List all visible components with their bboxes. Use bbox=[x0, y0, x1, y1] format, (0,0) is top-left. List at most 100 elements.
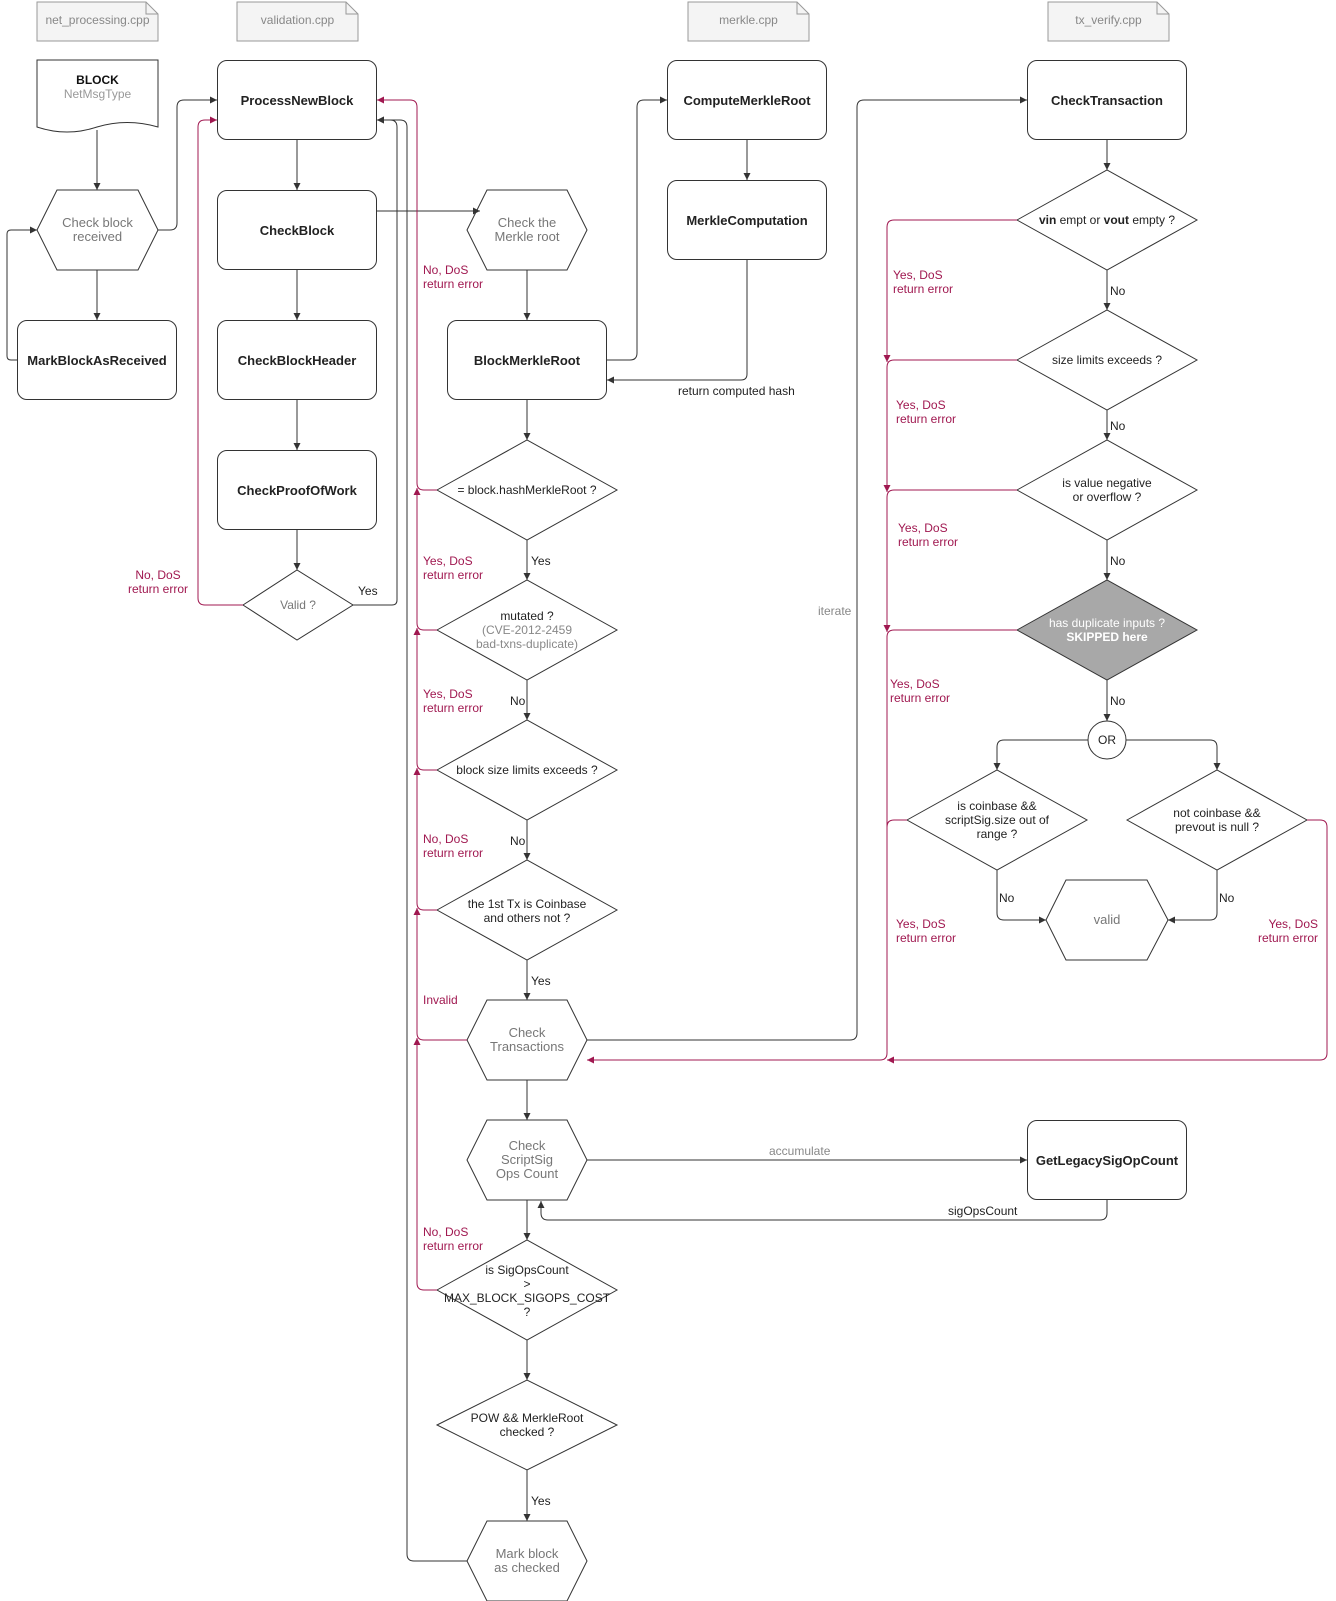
edge-notcoinbase-yes-dos bbox=[887, 819, 1328, 1064]
label-no-value: No bbox=[1110, 554, 1126, 568]
mark-block-checked-shape bbox=[466, 1520, 588, 1601]
edge-bmr-to-compute bbox=[607, 96, 667, 361]
edge-dup-yes-dos bbox=[587, 629, 1017, 1064]
file-merkle: merkle.cpp bbox=[719, 13, 778, 27]
merkle-computation-node: MerkleComputation bbox=[667, 180, 827, 260]
check-scriptsig-label: Check ScriptSig Ops Count bbox=[495, 1138, 559, 1181]
file-net-processing: net_processing.cpp bbox=[45, 13, 150, 27]
block-title: BLOCK bbox=[76, 73, 119, 87]
check-transactions-label: Check Transactions bbox=[490, 1025, 564, 1054]
label-no-dos-merkle: No, DoS return error bbox=[423, 263, 484, 291]
label-yes-valid: Yes bbox=[358, 584, 378, 598]
label-yes-dos-iscoinbase: Yes, DoS return error bbox=[896, 917, 957, 945]
vin-bold: vin bbox=[1038, 213, 1057, 227]
edge-mark-loop-back bbox=[6, 226, 37, 361]
duplicate-inputs-q-shape bbox=[1015, 579, 1199, 681]
label-yes-dos-size: Yes, DoS return error bbox=[423, 687, 484, 715]
file-tx-verify: tx_verify.cpp bbox=[1075, 13, 1142, 27]
valid-q-label: Valid ? bbox=[280, 598, 316, 612]
mark-block-as-received-node: MarkBlockAsReceived bbox=[17, 320, 177, 400]
label-return-computed-hash: return computed hash bbox=[678, 384, 795, 398]
label-yes-dos-value: Yes, DoS return error bbox=[898, 521, 959, 549]
file-validation: validation.cpp bbox=[260, 13, 335, 27]
hash-merkle-q-label: = block.hashMerkleRoot ? bbox=[457, 483, 597, 497]
hash-merkle-q-shape bbox=[435, 439, 619, 541]
label-no-notcoinbase: No bbox=[1219, 891, 1235, 905]
block-document-shape bbox=[36, 59, 159, 133]
check-proof-of-work-node: CheckProofOfWork bbox=[217, 450, 377, 530]
label-yes-dos-notcoinbase: Yes, DoS return error bbox=[1258, 917, 1319, 945]
edge-iscoinbase-no bbox=[996, 870, 1046, 924]
pow-merkle-q-shape bbox=[435, 1379, 619, 1471]
label-invalid: Invalid bbox=[423, 993, 458, 1007]
label-sigops-count: sigOpsCount bbox=[948, 1204, 1018, 1218]
label-yes-hash: Yes bbox=[531, 554, 551, 568]
value-negative-q-label: is value negative or overflow ? bbox=[1062, 476, 1152, 504]
label-no-size: No bbox=[510, 834, 526, 848]
check-block-received-label: Check block received bbox=[62, 215, 133, 244]
file-tab-merkle bbox=[687, 1, 810, 42]
block-merkle-root-node: BlockMerkleRoot bbox=[447, 320, 607, 400]
check-block-node: CheckBlock bbox=[217, 190, 377, 270]
edge-sizelim-yes-dos bbox=[886, 359, 1017, 490]
block-subtitle: NetMsgType bbox=[63, 87, 132, 101]
sigops-q-shape bbox=[435, 1239, 619, 1341]
label-no-dos-coinbase: No, DoS return error bbox=[423, 832, 484, 860]
value-negative-q-shape bbox=[1015, 439, 1199, 541]
coinbase-q-label: the 1st Tx is Coinbase and others not ? bbox=[467, 897, 587, 925]
file-tab-net-processing bbox=[36, 1, 159, 42]
edge-or-right bbox=[1126, 739, 1221, 770]
edge-checktx-iterate bbox=[587, 96, 1027, 1041]
file-tab-validation bbox=[236, 1, 359, 42]
edge-sigops-no-dos bbox=[416, 1040, 437, 1291]
mutated-q-shape bbox=[435, 579, 619, 681]
check-transaction-node: CheckTransaction bbox=[1027, 60, 1187, 140]
file-tab-tx-verify bbox=[1047, 1, 1170, 42]
mark-block-checked-label: Mark block as checked bbox=[494, 1546, 560, 1575]
mutated-q-note1: (CVE-2012-2459 bbox=[481, 623, 573, 637]
label-no-dos-sigops: No, DoS return error bbox=[423, 1225, 484, 1253]
edge-mark-checked-return bbox=[377, 116, 467, 1562]
block-size-q-label: block size limits exceeds ? bbox=[456, 763, 598, 777]
label-no-mutated: No bbox=[510, 694, 526, 708]
edge-notcoinbase-no bbox=[1168, 870, 1218, 924]
label-yes-dos-vin: Yes, DoS return error bbox=[893, 268, 954, 296]
vin-end: empty ? bbox=[1129, 213, 1176, 227]
label-accumulate: accumulate bbox=[769, 1144, 831, 1158]
edge-check-received-to-process bbox=[158, 96, 217, 231]
block-document: BLOCK NetMsgType bbox=[37, 72, 158, 102]
label-no-dup: No bbox=[1110, 694, 1126, 708]
label-yes-pow: Yes bbox=[531, 1494, 551, 1508]
process-new-block-node: ProcessNewBlock bbox=[217, 60, 377, 140]
check-merkle-root-label: Check the Merkle root bbox=[494, 215, 560, 244]
edge-iscoinbase-yes-dos bbox=[886, 819, 907, 828]
coinbase-q-shape bbox=[435, 859, 619, 961]
duplicate-inputs-q-label: has duplicate inputs ? SKIPPED here bbox=[1027, 615, 1187, 645]
edge-checktx-invalid bbox=[416, 910, 467, 1041]
size-limits-q-shape bbox=[1015, 309, 1199, 411]
mutated-q-title: mutated ? bbox=[500, 609, 554, 623]
is-coinbase-q-shape bbox=[905, 769, 1089, 871]
or-label: OR bbox=[1098, 733, 1116, 747]
label-no-dos-valid: No, DoS return error bbox=[128, 568, 189, 596]
check-merkle-root-shape bbox=[466, 189, 588, 271]
label-yes-dos-mutated: Yes, DoS return error bbox=[423, 554, 484, 582]
vin-q-shape bbox=[1015, 169, 1199, 271]
not-coinbase-q-label: not coinbase && prevout is null ? bbox=[1173, 806, 1261, 834]
is-coinbase-q-label: is coinbase && scriptSig.size out of ran… bbox=[944, 799, 1050, 841]
sigops-q-label: is SigOpsCount > MAX_BLOCK_SIGOPS_COST ? bbox=[443, 1263, 611, 1319]
get-legacy-sigop-count-node: GetLegacySigOpCount bbox=[1027, 1120, 1187, 1200]
skipped-here-label: SKIPPED here bbox=[1066, 630, 1148, 644]
size-limits-q-label: size limits exceeds ? bbox=[1051, 353, 1163, 367]
label-no-iscoinbase: No bbox=[999, 891, 1015, 905]
block-size-q-shape bbox=[435, 719, 619, 821]
edge-computation-return bbox=[607, 260, 748, 384]
mutated-q-label: mutated ? (CVE-2012-2459 bad-txns-duplic… bbox=[447, 608, 607, 652]
edge-vin-yes-dos bbox=[886, 219, 1017, 360]
edge-or-left bbox=[993, 739, 1088, 770]
vin-mid: empt or bbox=[1056, 213, 1104, 227]
label-yes-dos-dup: Yes, DoS return error bbox=[890, 677, 951, 705]
vout-bold: vout bbox=[1103, 213, 1129, 227]
valid-label: valid bbox=[1093, 912, 1121, 927]
